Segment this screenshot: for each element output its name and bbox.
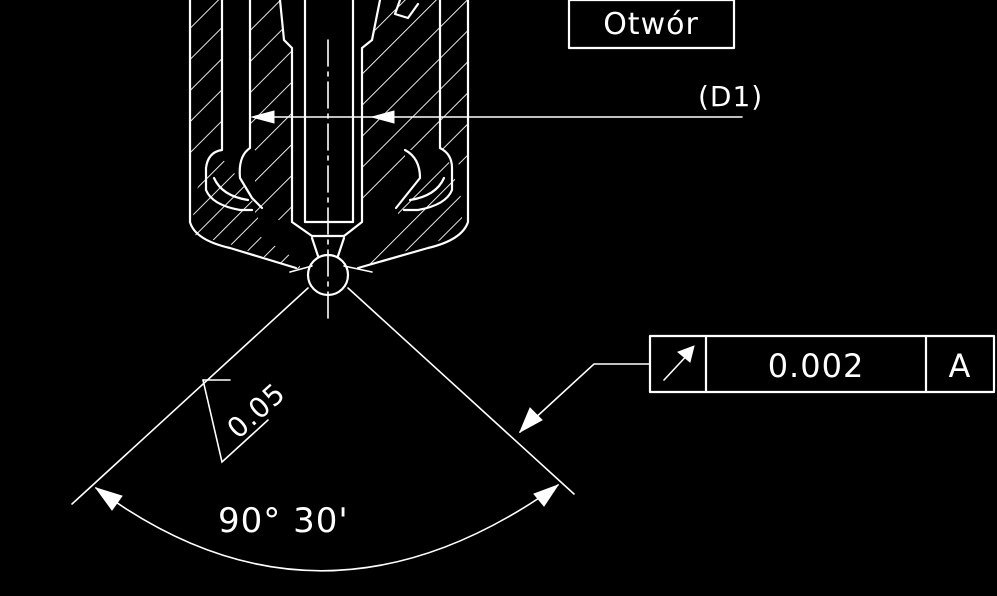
outer-contour-right bbox=[356, 0, 470, 270]
bore-chamfer-mark bbox=[393, 0, 420, 20]
orifice-rims bbox=[289, 265, 373, 273]
label-frame bbox=[567, 0, 736, 50]
d1-label: (D1) bbox=[698, 80, 763, 113]
cone-extension-right bbox=[347, 287, 575, 495]
orifice-throat bbox=[310, 236, 346, 258]
tolerance-frame: 0.002 A bbox=[518, 334, 996, 434]
bore-left-wall bbox=[278, 0, 314, 238]
tolerance-frame-box bbox=[648, 334, 996, 394]
roughness-check-mark bbox=[202, 379, 269, 464]
cone-extension-left bbox=[71, 287, 309, 505]
bore-right-wall bbox=[342, 0, 382, 238]
angle-arrow-right bbox=[533, 483, 560, 507]
d1-arrow-right bbox=[370, 110, 395, 124]
left-passage-end bbox=[212, 176, 250, 202]
angle-arc bbox=[95, 484, 559, 572]
tolerance-leader-arrow bbox=[518, 407, 543, 434]
angle-label: 90° 30' bbox=[218, 501, 349, 541]
right-passage-end bbox=[408, 176, 446, 202]
angle-dimension: 90° 30' bbox=[71, 287, 575, 572]
tolerance-leader bbox=[519, 363, 651, 433]
right-passage-inner bbox=[394, 148, 422, 210]
outer-contour-left bbox=[188, 0, 298, 270]
d1-arrow-left bbox=[250, 110, 275, 124]
tolerance-value: 0.002 bbox=[768, 347, 865, 385]
runout-arrow-icon bbox=[663, 345, 695, 381]
angle-arrow-left bbox=[94, 487, 123, 511]
roughness-symbol: 0.05 bbox=[202, 376, 292, 464]
roughness-value: 0.05 bbox=[221, 376, 292, 445]
section-label-box: Otwór bbox=[567, 0, 736, 50]
section-label: Otwór bbox=[603, 7, 699, 42]
tolerance-datum: A bbox=[949, 347, 972, 385]
left-passage-outer bbox=[204, 0, 254, 212]
right-passage-outer bbox=[402, 0, 454, 212]
diameter-dimension: (D1) bbox=[250, 80, 763, 124]
left-passage-inner bbox=[238, 0, 264, 210]
